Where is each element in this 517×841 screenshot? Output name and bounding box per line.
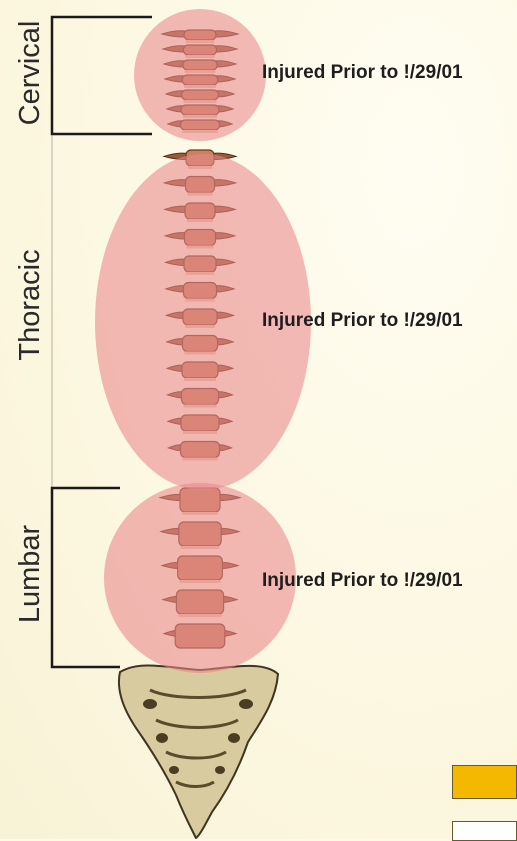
sacrum-illustration <box>119 666 278 838</box>
legend-swatch-injured <box>452 765 517 799</box>
thoracic-annotation: Injured Prior to !/29/01 <box>262 310 463 332</box>
lumbar-annotation: Injured Prior to !/29/01 <box>262 570 463 592</box>
legend-swatch-blank <box>452 821 517 841</box>
cervical-label: Cervical <box>12 0 48 173</box>
cervical-annotation: Injured Prior to !/29/01 <box>262 62 463 84</box>
thoracic-label: Thoracic <box>12 205 48 405</box>
cervical-highlight <box>134 9 266 141</box>
lumbar-label: Lumbar <box>12 474 48 674</box>
